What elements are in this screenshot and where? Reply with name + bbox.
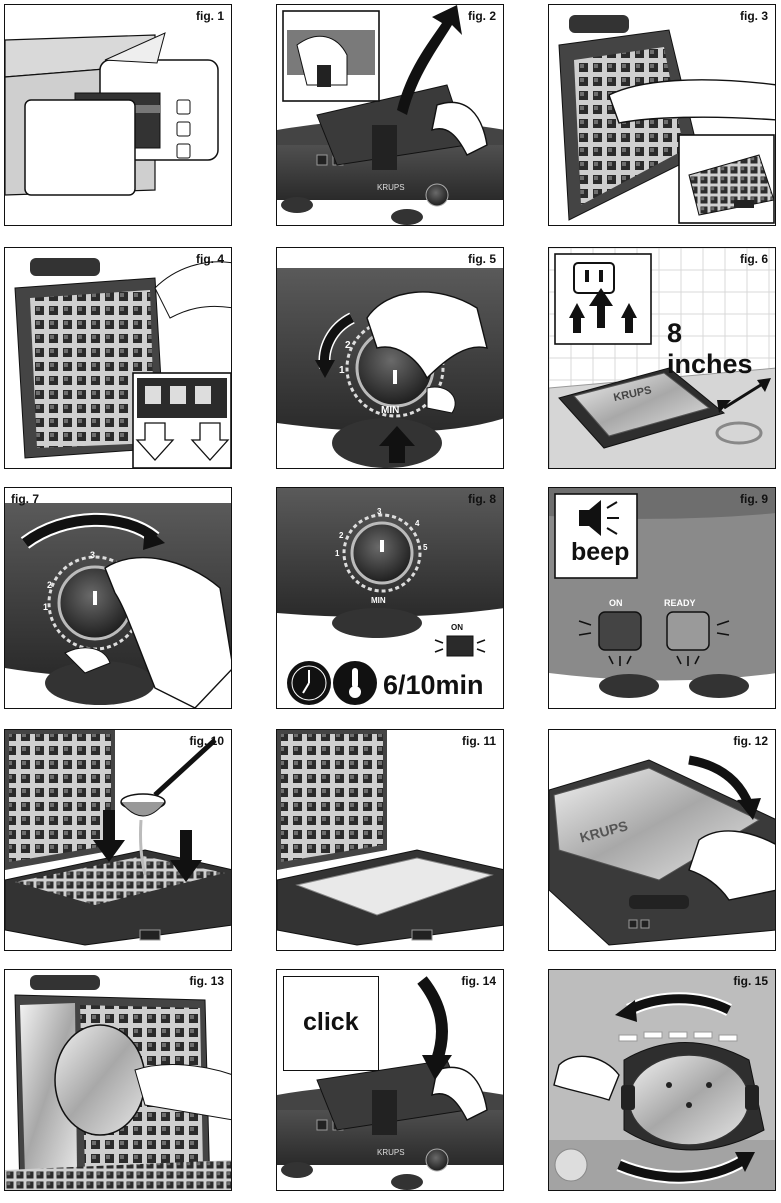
on-label: ON	[609, 598, 623, 608]
figure-label: fig. 15	[733, 974, 768, 988]
click-label: click	[303, 1008, 359, 1036]
remove-waffle-illustration	[5, 975, 231, 1190]
figure-13: fig. 13	[4, 969, 232, 1191]
dial-tick-4: 4	[415, 519, 420, 528]
preheat-indicator-illustration: 2 1 3 4 5 MIN ON	[277, 488, 503, 705]
figure-3: fig. 3	[548, 4, 776, 226]
figure-11: fig. 11	[276, 729, 504, 951]
close-lid-illustration: KRUPS	[549, 753, 775, 946]
figure-label: fig. 5	[467, 252, 496, 266]
figure-label: fig. 1	[195, 9, 224, 23]
figure-label: fig. 12	[733, 734, 768, 748]
figure-2: fig. 2 KRUPS	[276, 4, 504, 226]
figure-label: fig. 2	[467, 9, 496, 23]
figure-8: fig. 8 2 1 3 4 5 MIN ON 6/10min	[276, 487, 504, 709]
dial-tick-2: 2	[345, 340, 351, 351]
figure-label: fig. 7	[11, 492, 40, 506]
batter-spread-illustration	[277, 730, 503, 946]
click-callout	[283, 976, 379, 1071]
lock-lid-illustration: KRUPS	[277, 976, 503, 1190]
unpacking-illustration	[5, 25, 231, 225]
dial-min-label: MIN	[371, 596, 386, 605]
distance-label: 8 inches	[667, 318, 753, 379]
figure-15: fig. 15	[548, 969, 776, 1191]
ready-label: READY	[664, 598, 696, 608]
thermostat-dial-min-illustration: 2 1 4 5 MIN	[277, 248, 503, 468]
open-lock-illustration: KRUPS	[277, 5, 503, 225]
figure-9: fig. 9 ON READY beep	[548, 487, 776, 709]
figure-6: fig. 6 KRUPS 8 inches	[548, 247, 776, 469]
figure-label: fig. 10	[189, 734, 224, 748]
figure-7: fig. 7 2 1 3 4 5	[4, 487, 232, 709]
insert-plates-illustration	[14, 258, 231, 468]
pour-batter-illustration	[5, 730, 231, 946]
remove-plates-illustration	[558, 15, 775, 224]
preheat-time: 6/10min	[383, 670, 484, 700]
figure-label: fig. 13	[189, 974, 224, 988]
figure-label: fig. 9	[739, 492, 768, 506]
figure-label: fig. 11	[461, 734, 496, 748]
on-indicator-label: ON	[451, 623, 463, 632]
dial-min-label: MIN	[381, 405, 399, 416]
dial-tick-5: 5	[423, 543, 428, 552]
figure-label: fig. 6	[739, 252, 768, 266]
figure-1: fig. 1	[4, 4, 232, 226]
brand-text: KRUPS	[377, 183, 405, 192]
figure-12: fig. 12 KRUPS	[548, 729, 776, 951]
ready-indicator-illustration: ON READY	[549, 488, 775, 708]
dial-tick-3: 3	[90, 550, 95, 560]
thermostat-turn-illustration: 2 1 3 4 5	[5, 503, 231, 708]
figure-label: fig. 14	[461, 974, 496, 988]
dial-tick-3: 3	[377, 507, 382, 516]
brand-text: KRUPS	[377, 1148, 405, 1157]
dial-tick-2: 2	[47, 580, 52, 590]
figure-4: fig. 4	[4, 247, 232, 469]
placement-distance-illustration: KRUPS	[549, 248, 775, 468]
figure-label: fig. 3	[739, 9, 768, 23]
figure-label: fig. 8	[467, 492, 496, 506]
figure-10: fig. 10	[4, 729, 232, 951]
storage-position-illustration	[549, 970, 775, 1190]
dial-tick-1: 1	[339, 365, 345, 376]
dial-tick-1: 1	[335, 549, 340, 558]
dial-tick-2: 2	[339, 531, 344, 540]
beep-label: beep	[571, 538, 630, 566]
figure-label: fig. 4	[195, 252, 224, 266]
dial-tick-1: 1	[43, 602, 48, 612]
figure-14: fig. 14 KRUPS click	[276, 969, 504, 1191]
figure-5: fig. 5 2 1 4 5 MIN	[276, 247, 504, 469]
